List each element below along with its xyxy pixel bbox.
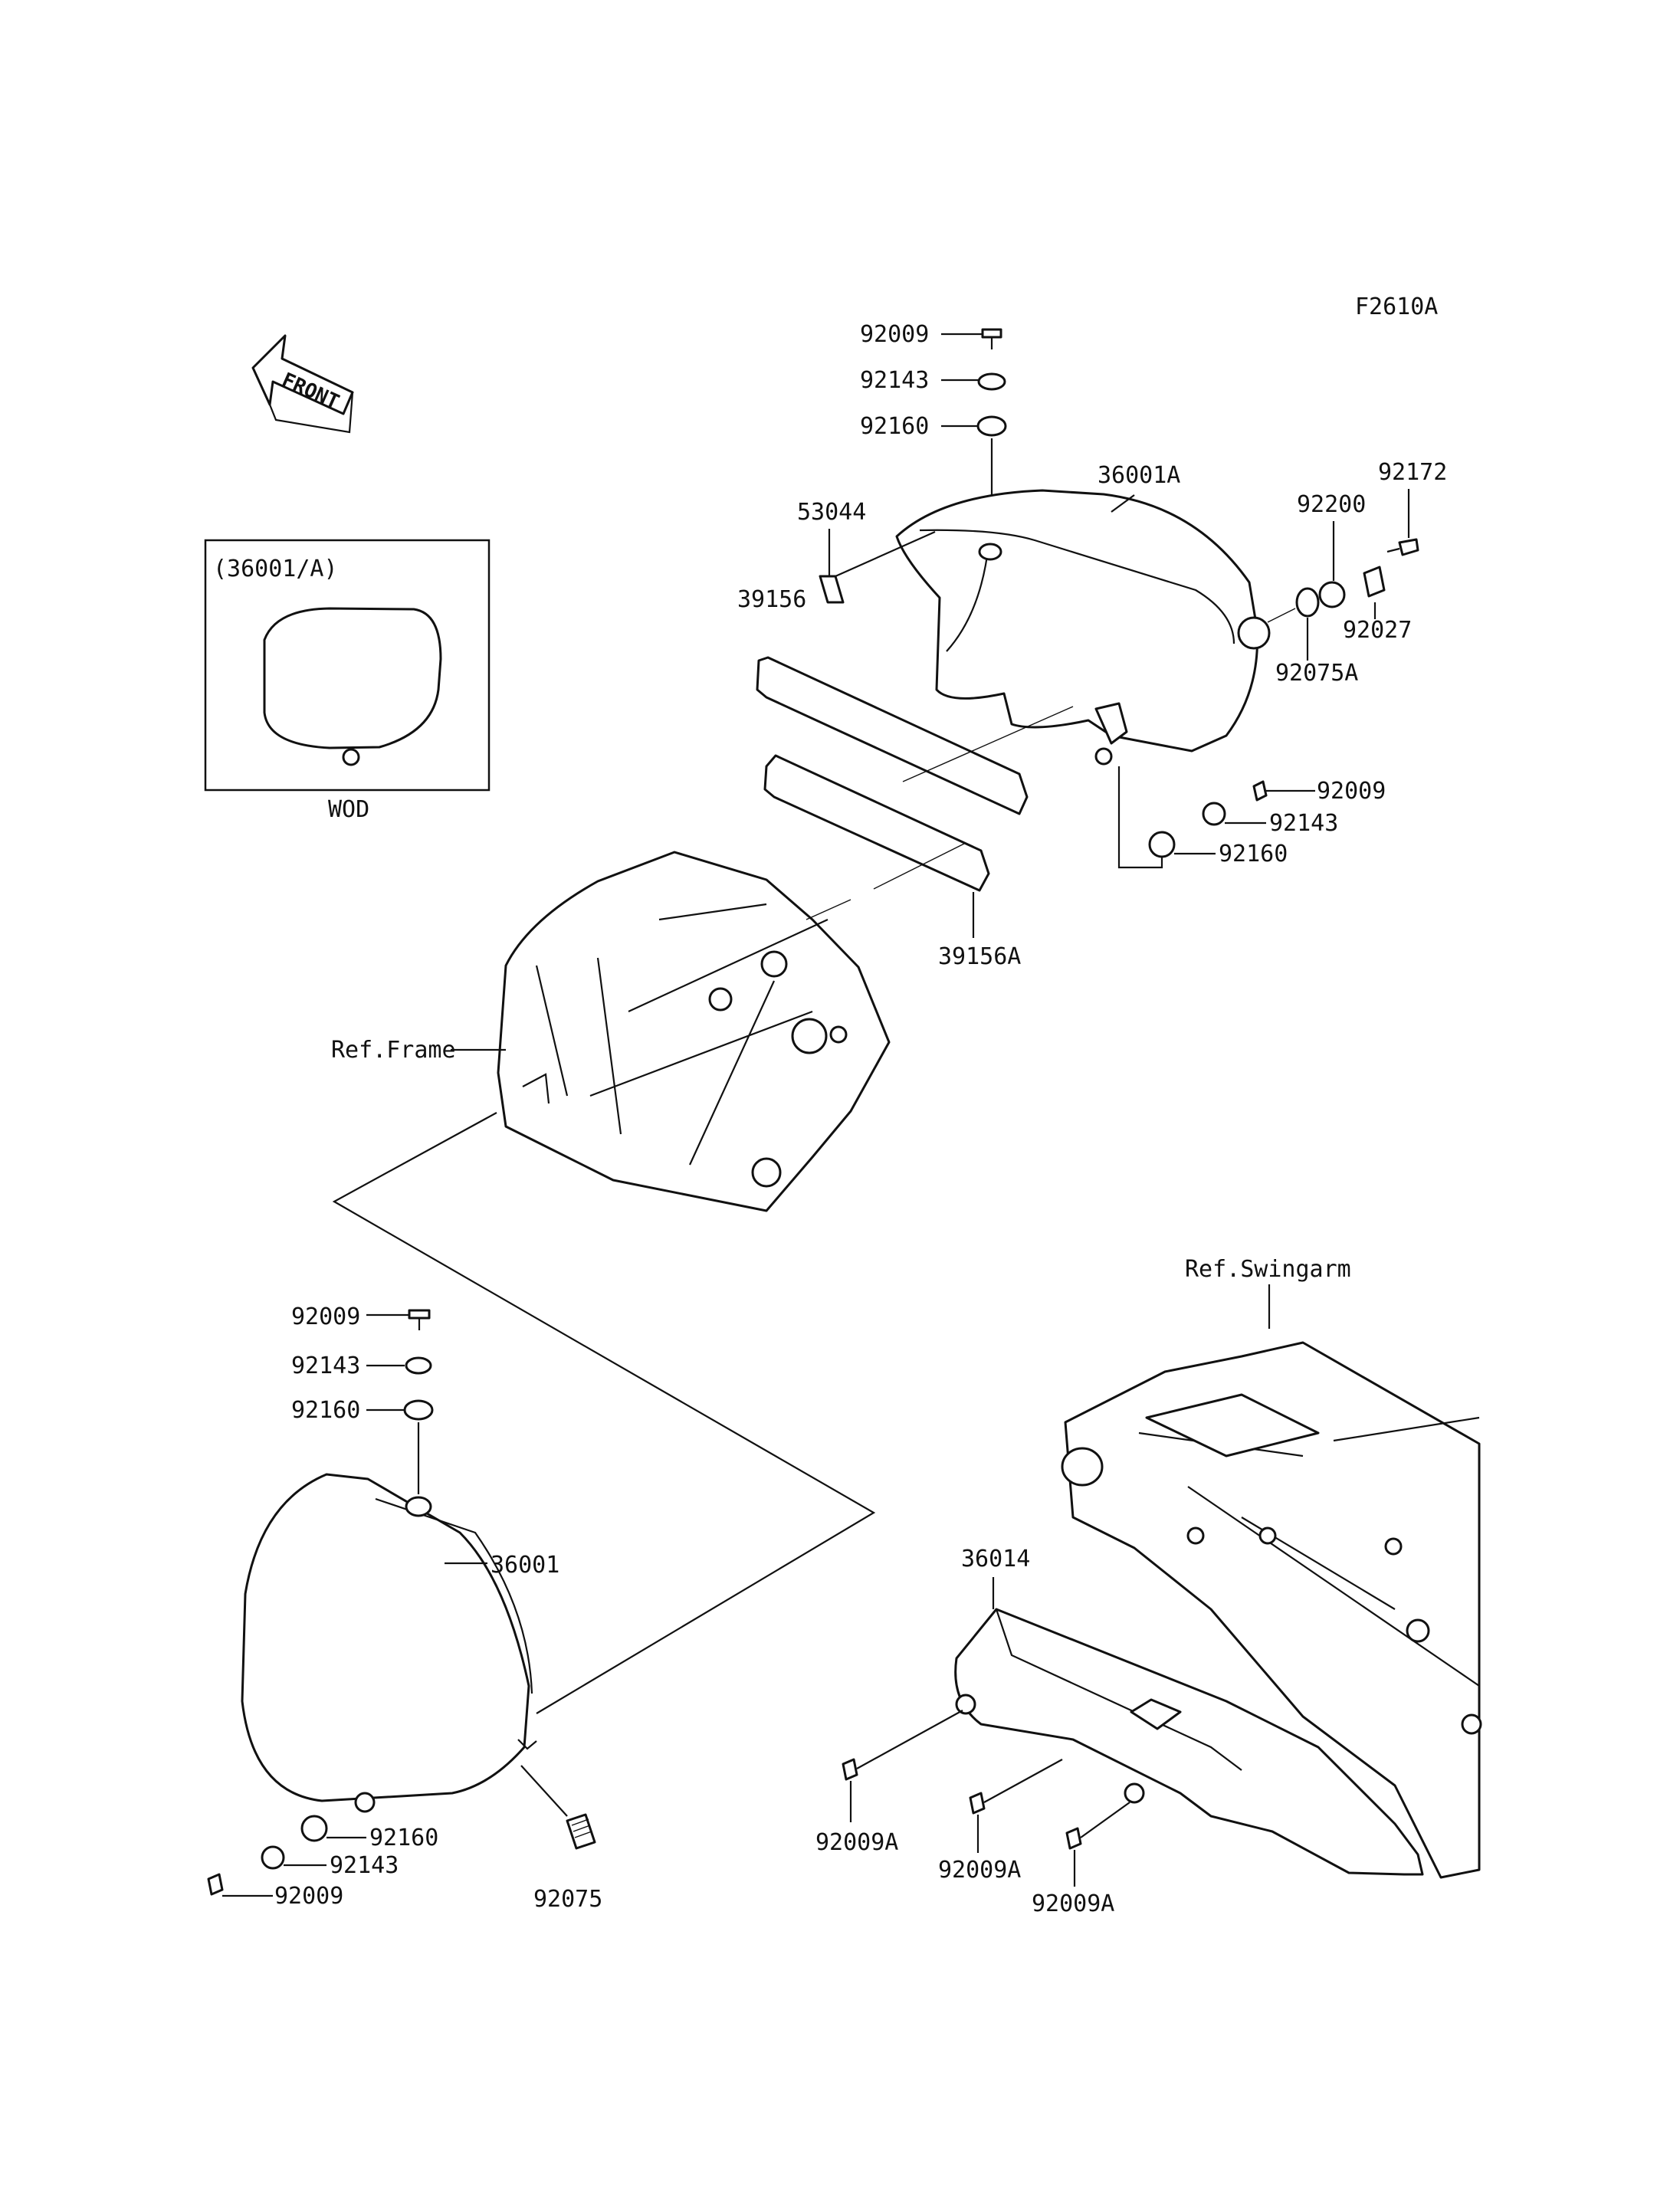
inset-box: (36001/A) WOD [204,539,491,823]
label-36001A: 36001A [1098,462,1180,489]
side-hardware: 92200 92027 92172 92075A [1267,459,1447,687]
inset-title: (36001/A) [213,556,338,582]
label-36014: 36014 [961,1546,1030,1572]
label-39156: 39156 [737,586,806,613]
label-ref-swingarm: Ref.Swingarm [1185,1256,1351,1283]
frame-reference: Ref.Frame [331,851,891,1212]
diagram-code: F2610A [1355,293,1438,320]
label-92075: 92075 [533,1886,602,1913]
inset-side-cover [263,607,442,749]
label-92172: 92172 [1378,459,1447,486]
front-direction-arrow-icon: FRONT [251,334,354,434]
strip-53044: 53044 [797,499,936,604]
label-92009A-3: 92009A [1032,1890,1114,1917]
label-92009A-2: 92009A [938,1857,1021,1884]
label-ref-frame: Ref.Frame [331,1037,456,1064]
label-92027: 92027 [1343,617,1412,644]
label-bot-92160: 92160 [369,1825,438,1851]
swingarm-reference: Ref.Swingarm [1061,1256,1482,1879]
label-left-92009: 92009 [291,1303,360,1330]
side-cover-36001A: 36001A [895,462,1271,766]
label-92009A-1: 92009A [815,1829,898,1856]
left-fastener-stack: 92009 92143 92160 [291,1303,434,1494]
label-top-92009: 92009 [860,321,929,348]
label-bot-92143: 92143 [330,1852,399,1879]
screws-92009A: 92009A 92009A 92009A [815,1710,1130,1917]
label-53044: 53044 [797,499,866,526]
connector-lines [332,899,876,1714]
label-top-92160: 92160 [860,413,929,440]
mid-fastener-stack: 92009 92143 92160 [1117,766,1386,869]
label-mid-92160: 92160 [1219,841,1288,867]
chain-guard-36014: 36014 [954,1546,1424,1876]
top-fastener-stack: 92009 92143 92160 [860,321,1007,552]
label-mid-92143: 92143 [1269,810,1338,837]
label-92075A: 92075A [1275,660,1358,687]
side-cover-36001: 36001 [241,1473,559,1813]
label-36001: 36001 [491,1552,559,1579]
inset-caption: WOD [328,796,369,823]
label-mid-92009: 92009 [1317,778,1386,805]
label-bot-92009: 92009 [274,1883,343,1910]
pads: 39156 39156A [737,586,1074,970]
label-top-92143: 92143 [860,367,929,394]
label-left-92160: 92160 [291,1397,360,1424]
label-left-92143: 92143 [291,1353,360,1379]
bottom-fastener-stack: 92160 92143 92009 92075 [207,1765,602,1913]
label-39156A: 39156A [938,943,1021,970]
label-92200: 92200 [1297,491,1366,518]
